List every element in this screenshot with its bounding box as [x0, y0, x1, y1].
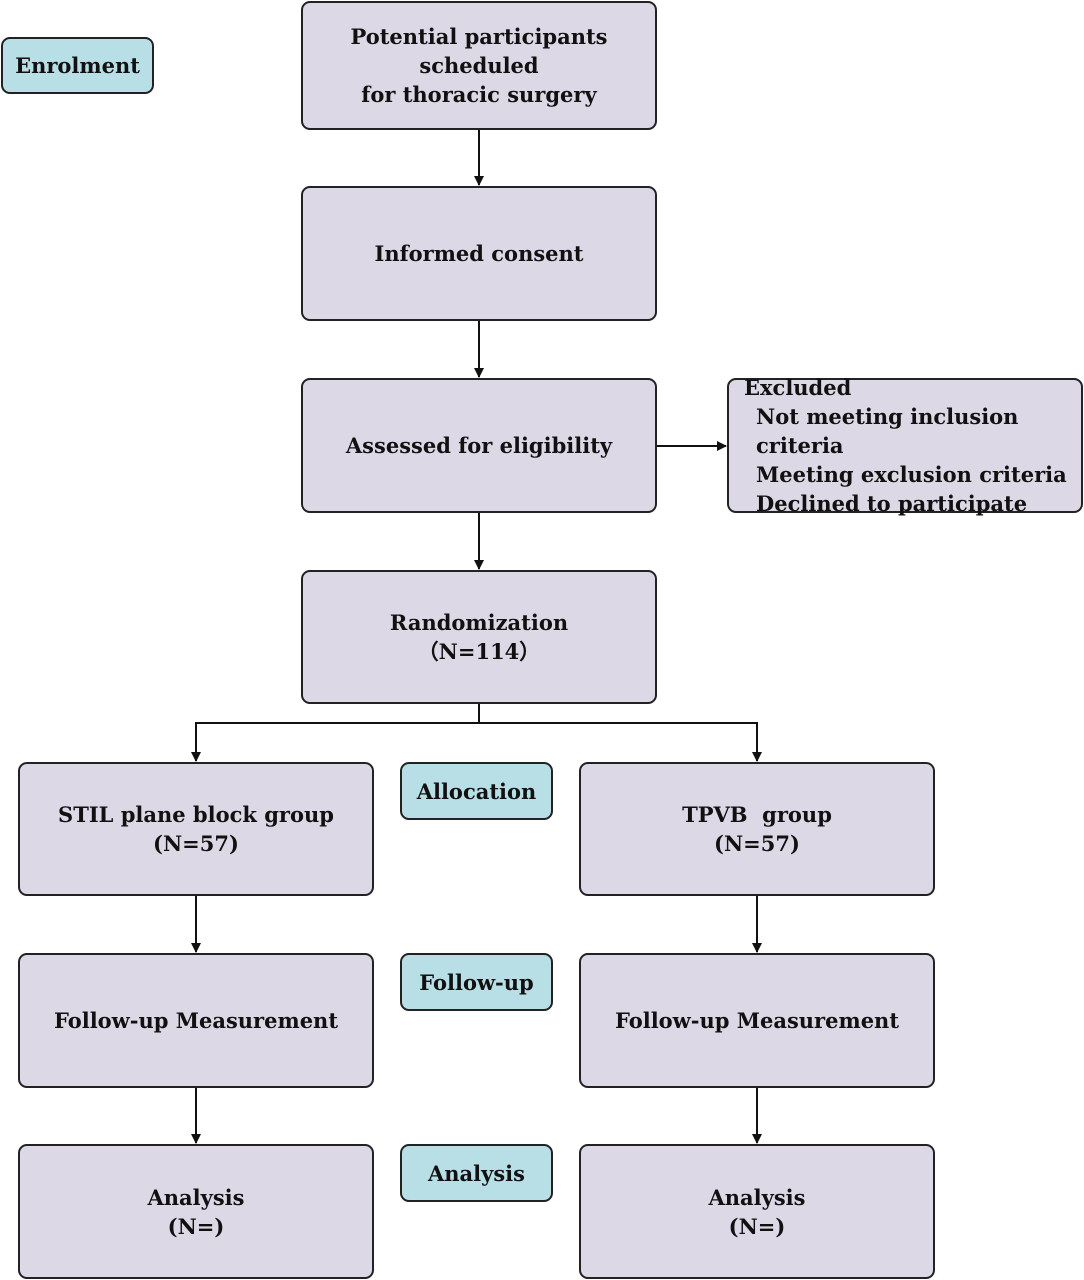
stil-analysis-box: Analysis (N=) [18, 1144, 374, 1279]
randomization-box: Randomization （N=114） [301, 570, 657, 704]
potential-participants-line1: Potential participants scheduled [350, 24, 608, 78]
excluded-item: Not meeting inclusion criteria [756, 404, 1019, 458]
randomization-split-line-right [479, 722, 762, 762]
excluded-item: Meeting exclusion criteria [756, 462, 1067, 487]
excluded-box: Excluded Not meeting inclusion criteria … [727, 375, 1083, 516]
stage-label-analysis: Analysis [400, 1144, 553, 1202]
stage-label-allocation: Allocation [400, 762, 553, 820]
tpvb-follow-up-box: Follow-up Measurement [579, 953, 935, 1088]
excluded-title: Excluded [744, 375, 852, 400]
tpvb-analysis-box: Analysis (N=) [579, 1144, 935, 1279]
tpvb-group-box: TPVB group (N=57) [579, 762, 935, 896]
stage-label-follow-up: Follow-up [400, 953, 553, 1011]
stil-group-box: STIL plane block group (N=57) [18, 762, 374, 896]
potential-participants-line2: for thoracic surgery [361, 82, 597, 107]
excluded-item: Declined to participate [756, 491, 1028, 516]
potential-participants-box: Potential participants scheduled for tho… [301, 1, 657, 130]
eligibility-box: Assessed for eligibility [301, 378, 657, 513]
stage-label-enrolment: Enrolment [1, 37, 154, 94]
informed-consent-box: Informed consent [301, 186, 657, 321]
stil-follow-up-box: Follow-up Measurement [18, 953, 374, 1088]
randomization-split-line [191, 703, 480, 762]
